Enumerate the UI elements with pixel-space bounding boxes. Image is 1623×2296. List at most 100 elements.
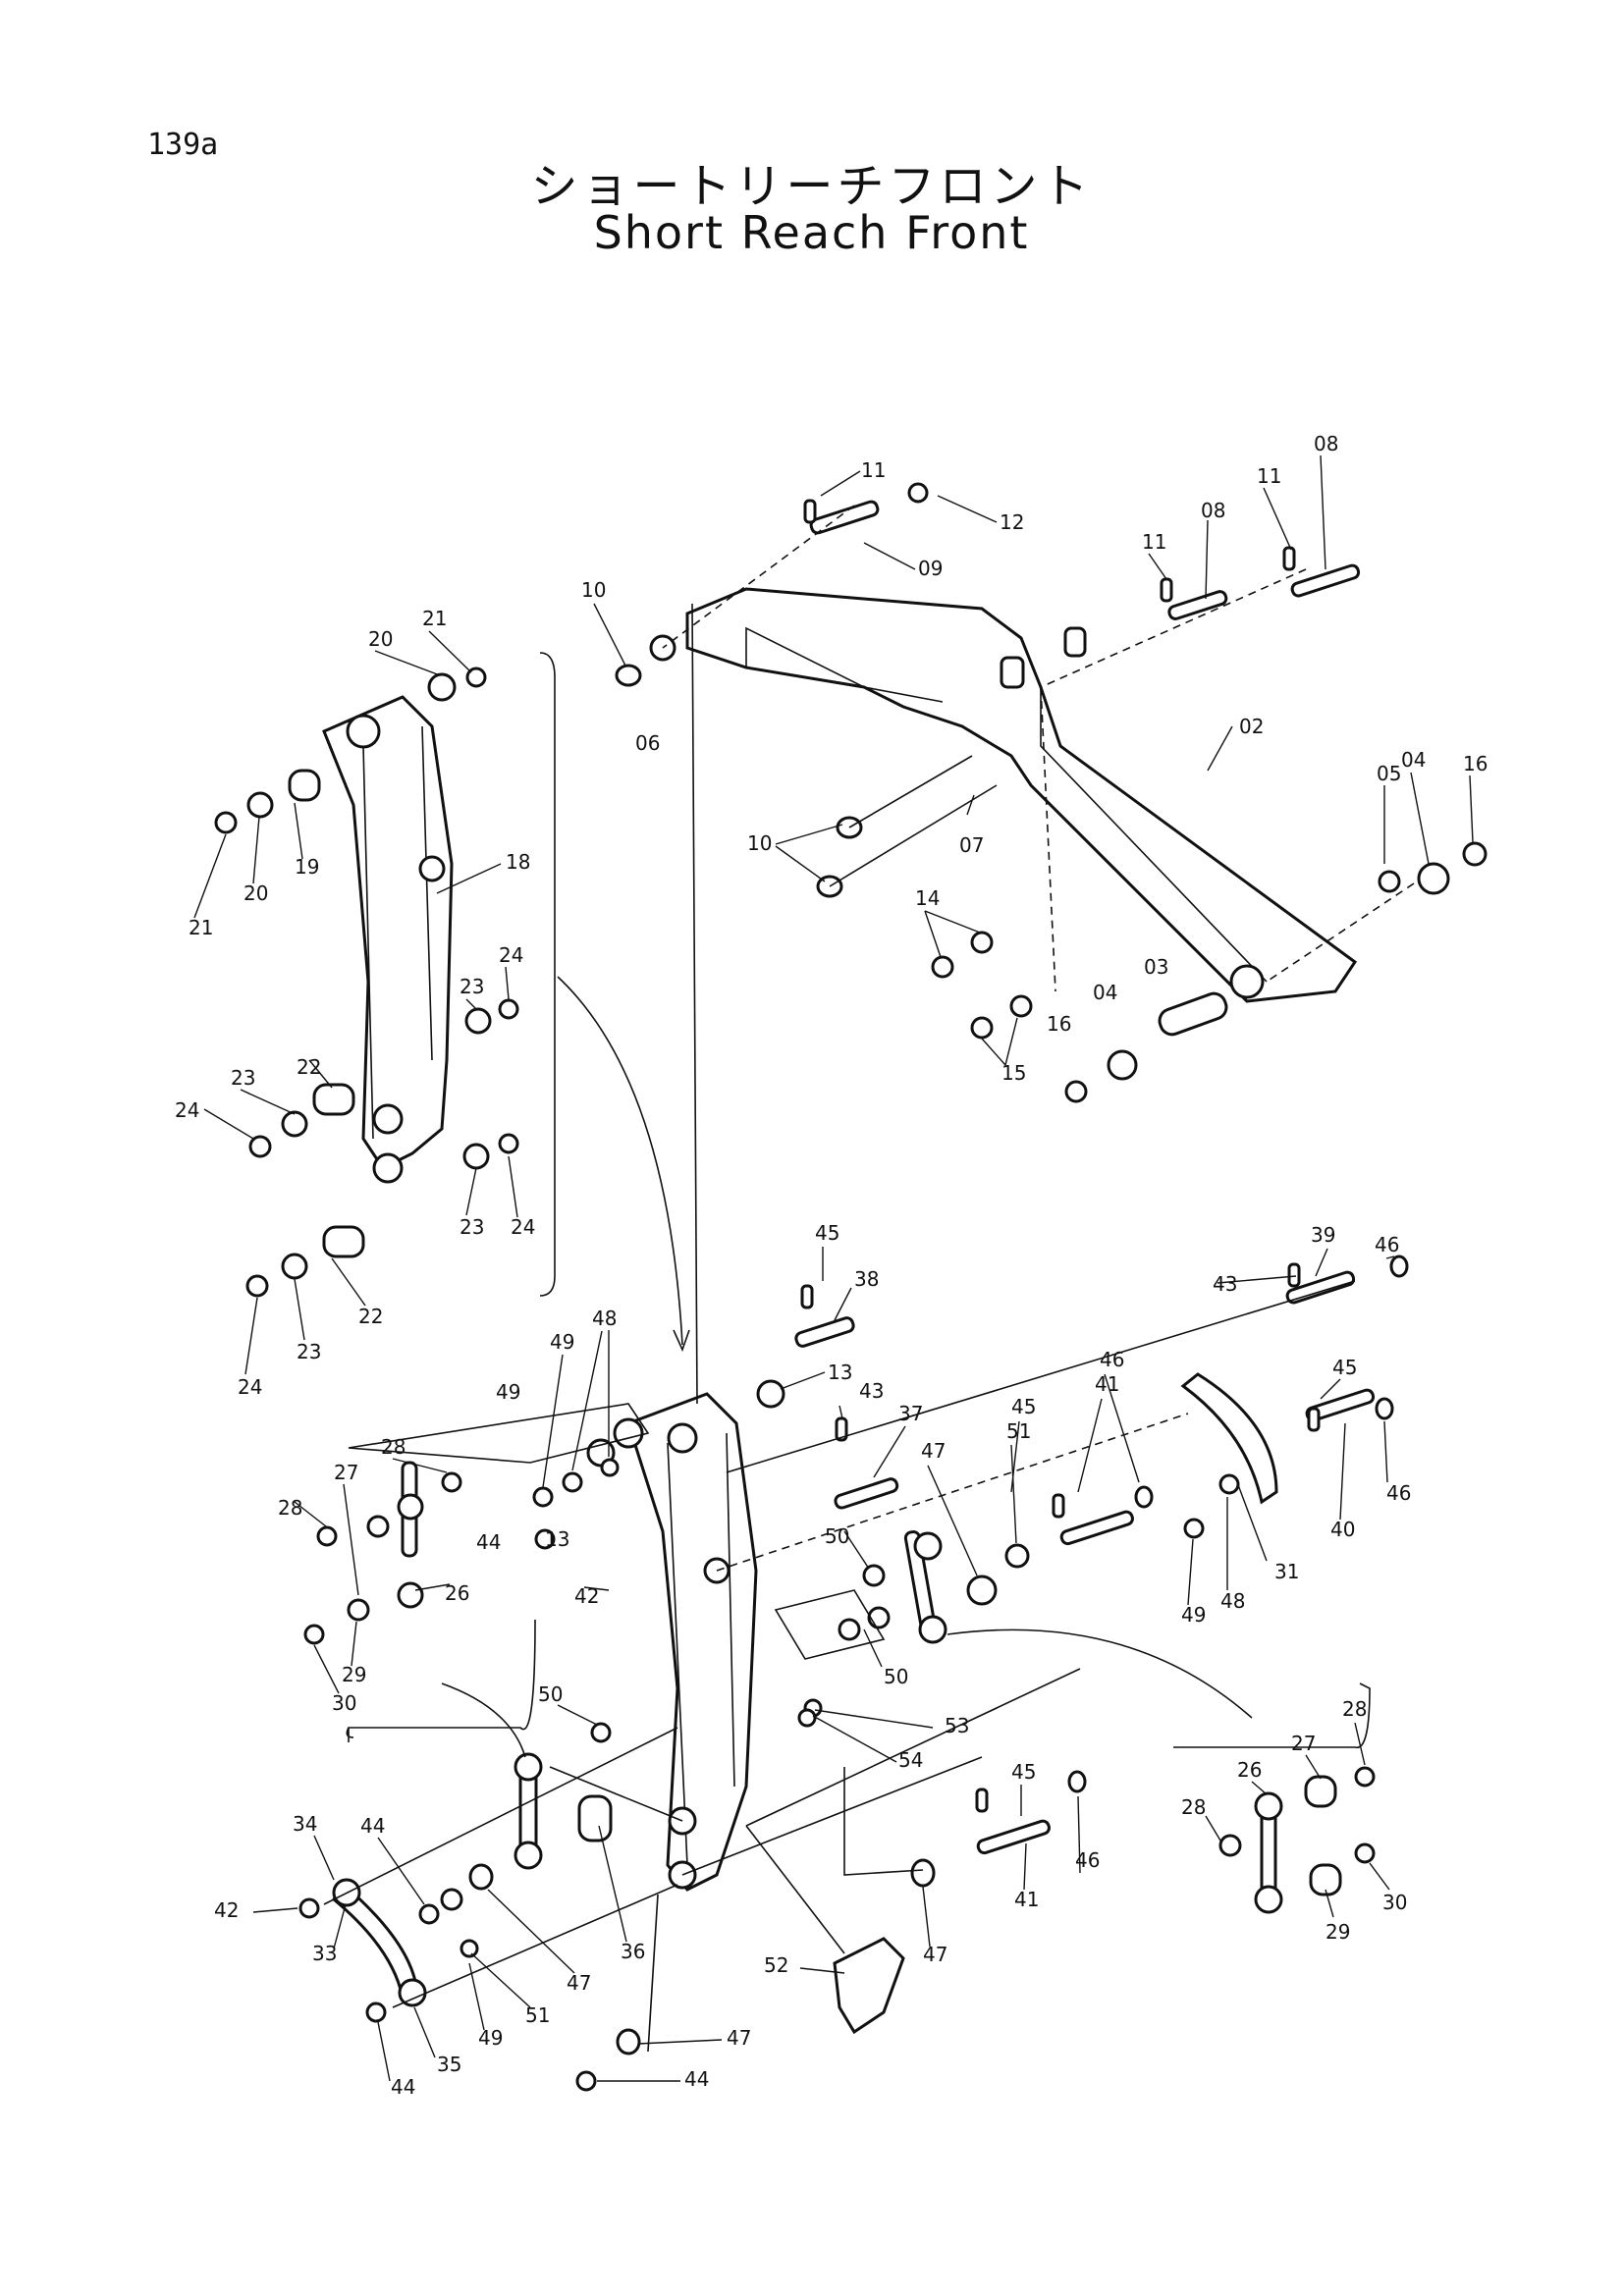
callout-label: 24 — [499, 943, 523, 967]
callout-label: 10 — [747, 831, 772, 855]
callout-label: 47 — [923, 1943, 947, 1966]
callout-label: 24 — [238, 1375, 262, 1399]
callout-label: 11 — [861, 458, 886, 482]
callout-label: 29 — [1325, 1920, 1350, 1944]
callout-label: 44 — [391, 2075, 415, 2099]
callout-label: 21 — [422, 607, 447, 630]
callout-label: 50 — [825, 1524, 849, 1548]
callout-label: 23 — [297, 1340, 321, 1363]
callout-label: 29 — [342, 1663, 366, 1686]
callout-label: 39 — [1311, 1223, 1335, 1247]
callout-label: 23 — [460, 975, 484, 998]
callout-label: 49 — [550, 1330, 574, 1354]
callout-label: 45 — [1011, 1760, 1036, 1784]
callout-label: 44 — [476, 1530, 501, 1554]
callout-label: 24 — [511, 1215, 535, 1239]
page-number: 139a — [147, 128, 219, 162]
arm-center-part — [613, 1392, 758, 1892]
callout-label: 28 — [1181, 1795, 1206, 1819]
link-arrow-left — [441, 1682, 526, 1758]
callout-label: 45 — [1332, 1356, 1357, 1379]
callout-label: 08 — [1201, 499, 1225, 522]
callout-label: 23 — [460, 1215, 484, 1239]
callout-label: 06 — [635, 731, 660, 755]
callout-label: 45 — [1011, 1395, 1036, 1418]
callout-label: 18 — [506, 850, 530, 874]
callout-label: 28 — [381, 1435, 406, 1459]
callout-label: 19 — [295, 855, 319, 879]
callout-label: 37 — [898, 1402, 923, 1425]
callout-label: 28 — [278, 1496, 302, 1520]
title-japanese: ショートリーチフロント — [530, 159, 1093, 214]
callout-label: 38 — [854, 1267, 879, 1291]
arm-left-part — [322, 695, 454, 1184]
callout-label: 34 — [293, 1812, 317, 1836]
callout-label: 54 — [898, 1748, 923, 1772]
callout-label: 23 — [231, 1066, 255, 1090]
boom-dashed-axes — [662, 505, 1415, 992]
callout-label: 48 — [592, 1307, 617, 1330]
callout-label: 08 — [1314, 432, 1338, 455]
callout-label: 16 — [1463, 752, 1488, 775]
callout-label: 09 — [918, 557, 943, 580]
callout-label: 40 — [1330, 1518, 1355, 1541]
callout-label: 47 — [727, 2026, 751, 2050]
callout-label: 11 — [1257, 464, 1281, 488]
callout-label: 12 — [1000, 510, 1024, 534]
assembly-lines — [323, 603, 1356, 2053]
callout-label: 20 — [368, 627, 393, 651]
arm-arrow — [557, 976, 683, 1346]
callout-label: 46 — [1386, 1481, 1411, 1505]
callout-label: 42 — [214, 1898, 239, 1922]
callout-label: 16 — [1047, 1012, 1071, 1036]
bucket-link-center — [903, 1372, 1278, 1644]
title-english: Short Reach Front — [593, 206, 1030, 259]
callout-label: 31 — [1274, 1560, 1299, 1583]
callout-label: 52 — [764, 1953, 788, 1977]
callout-label: 50 — [884, 1665, 908, 1688]
callout-label: 47 — [921, 1439, 946, 1463]
callout-label: 20 — [243, 881, 268, 905]
callout-label: 43 — [1213, 1272, 1237, 1296]
callout-label: 27 — [1291, 1732, 1316, 1755]
side-link-right — [1218, 1766, 1376, 1914]
callout-label: 46 — [1100, 1348, 1124, 1371]
callout-label: 07 — [959, 833, 984, 857]
lube-block — [797, 1708, 905, 2035]
callout-label: 03 — [1144, 955, 1168, 979]
boom-part — [649, 587, 1358, 1003]
callout-label: 22 — [297, 1055, 321, 1079]
link-bracket-right — [1173, 1682, 1371, 1749]
callout-label: 48 — [1220, 1589, 1245, 1613]
callout-label: 22 — [358, 1305, 383, 1328]
callout-label: 04 — [1401, 748, 1426, 772]
callout-label: 11 — [1142, 530, 1166, 554]
callout-label: 41 — [1014, 1888, 1039, 1911]
link-bracket-left — [346, 1619, 536, 1742]
callout-label: 49 — [478, 2026, 503, 2050]
callout-label: 13 — [545, 1527, 569, 1551]
callout-label: 43 — [859, 1379, 884, 1403]
callout-label: 30 — [332, 1691, 356, 1715]
callout-label: 05 — [1377, 762, 1401, 785]
callout-label: 26 — [445, 1581, 469, 1605]
callout-label: 14 — [915, 886, 940, 910]
callout-label: 26 — [1237, 1758, 1262, 1782]
callout-label: 44 — [684, 2067, 709, 2091]
leader-lines — [193, 454, 1474, 2082]
callout-label: 27 — [334, 1461, 358, 1484]
callout-label: 35 — [437, 2053, 461, 2076]
callout-label: 13 — [828, 1361, 852, 1384]
callout-label: 49 — [1181, 1603, 1206, 1627]
callout-label: 02 — [1239, 715, 1264, 738]
callout-label: 36 — [621, 1940, 645, 1963]
side-link-lower — [298, 1722, 936, 2092]
callout-label: 33 — [312, 1942, 337, 1965]
arm-center-pins — [532, 1255, 1409, 1855]
side-link-left — [303, 1461, 462, 1645]
callout-label: 30 — [1382, 1891, 1407, 1914]
callout-label: 44 — [360, 1814, 385, 1838]
callout-labels: 11 12 09 08 08 11 11 10 06 02 05 04 16 1… — [175, 432, 1488, 2099]
callout-label: 21 — [189, 916, 213, 939]
